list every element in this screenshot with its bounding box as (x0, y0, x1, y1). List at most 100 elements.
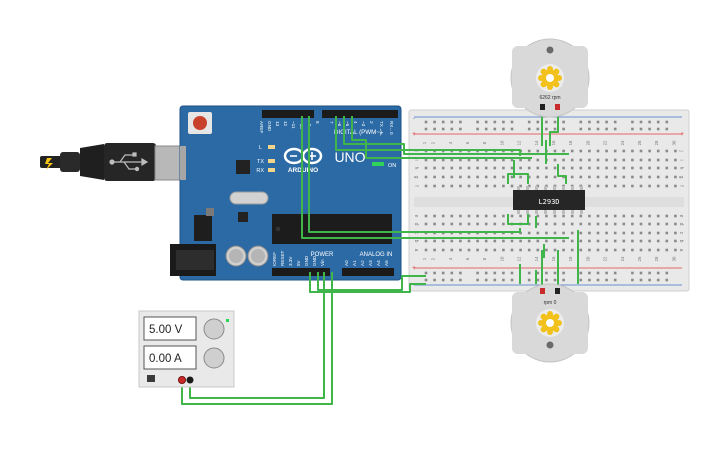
breadboard-hole[interactable] (493, 239, 497, 243)
breadboard-hole[interactable] (553, 248, 557, 252)
wire-pin-d[interactable] (343, 116, 569, 155)
breadboard-hole[interactable] (579, 248, 583, 252)
rail-hole[interactable] (656, 271, 660, 275)
breadboard-hole[interactable] (631, 158, 634, 162)
breadboard-hole[interactable] (570, 214, 574, 218)
breadboard-hole[interactable] (639, 149, 643, 153)
breadboard-hole[interactable] (648, 248, 651, 252)
rail-hole[interactable] (639, 278, 643, 282)
breadboard-hole[interactable] (536, 239, 540, 243)
rail-hole[interactable] (502, 120, 505, 124)
rail-hole[interactable] (656, 278, 660, 282)
breadboard-hole[interactable] (596, 214, 600, 218)
breadboard-hole[interactable] (536, 214, 540, 218)
breadboard-hole[interactable] (484, 158, 488, 162)
rail-hole[interactable] (536, 271, 540, 275)
breadboard-hole[interactable] (562, 231, 565, 235)
breadboard-hole[interactable] (424, 222, 428, 226)
breadboard-hole[interactable] (622, 166, 626, 170)
wire-pin-e[interactable] (351, 116, 532, 159)
rail-hole[interactable] (450, 120, 454, 124)
rail-hole[interactable] (527, 120, 531, 124)
breadboard-hole[interactable] (424, 184, 428, 188)
breadboard-hole[interactable] (467, 214, 471, 218)
wire-bottom-c[interactable] (507, 214, 529, 225)
breadboard-hole[interactable] (527, 222, 531, 226)
breadboard-hole[interactable] (433, 166, 436, 170)
breadboard-hole[interactable] (527, 239, 531, 243)
breadboard-hole[interactable] (656, 158, 660, 162)
breadboard-hole[interactable] (467, 175, 471, 179)
breadboard-hole[interactable] (450, 222, 454, 226)
rail-hole[interactable] (502, 278, 505, 282)
rail-hole[interactable] (579, 271, 583, 275)
breadboard-hole[interactable] (656, 248, 660, 252)
breadboard-hole[interactable] (510, 184, 514, 188)
breadboard-hole[interactable] (459, 214, 462, 218)
breadboard-hole[interactable] (656, 175, 660, 179)
breadboard-hole[interactable] (596, 239, 600, 243)
breadboard-hole[interactable] (467, 222, 471, 226)
breadboard-hole[interactable] (424, 158, 428, 162)
rail-hole[interactable] (656, 127, 660, 131)
breadboard-hole[interactable] (553, 222, 557, 226)
breadboard-hole[interactable] (631, 166, 634, 170)
wire-psu-pos[interactable] (181, 272, 333, 405)
breadboard-hole[interactable] (502, 184, 505, 188)
breadboard-hole[interactable] (639, 222, 643, 226)
breadboard-hole[interactable] (441, 166, 445, 170)
motor-terminal[interactable] (555, 104, 560, 110)
breadboard-hole[interactable] (648, 231, 651, 235)
rail-hole[interactable] (441, 120, 445, 124)
breadboard-hole[interactable] (622, 214, 626, 218)
breadboard-hole[interactable] (674, 166, 677, 170)
breadboard-hole[interactable] (656, 231, 660, 235)
breadboard-hole[interactable] (441, 222, 445, 226)
rail-hole[interactable] (476, 271, 479, 275)
rail-hole[interactable] (588, 278, 591, 282)
breadboard-hole[interactable] (665, 231, 669, 235)
breadboard-hole[interactable] (605, 184, 608, 188)
l293d-driver-chip[interactable]: L293D (513, 186, 585, 214)
wire-top-c[interactable] (507, 173, 529, 184)
rail-hole[interactable] (476, 120, 479, 124)
breadboard-hole[interactable] (588, 166, 591, 170)
breadboard-hole[interactable] (570, 158, 574, 162)
breadboard-hole[interactable] (476, 248, 479, 252)
breadboard-hole[interactable] (579, 239, 583, 243)
breadboard-hole[interactable] (665, 158, 669, 162)
rail-hole[interactable] (579, 278, 583, 282)
rail-hole[interactable] (502, 127, 505, 131)
breadboard-hole[interactable] (648, 166, 651, 170)
breadboard-hole[interactable] (502, 239, 505, 243)
breadboard-hole[interactable] (467, 184, 471, 188)
rail-hole[interactable] (596, 278, 600, 282)
breadboard-hole[interactable] (433, 248, 436, 252)
rail-hole[interactable] (665, 278, 669, 282)
breadboard-hole[interactable] (631, 248, 634, 252)
rail-hole[interactable] (493, 271, 497, 275)
dc-motor-top[interactable]: 6262 rpm (510, 38, 590, 118)
breadboard-hole[interactable] (484, 184, 488, 188)
rail-hole[interactable] (648, 278, 651, 282)
breadboard-hole[interactable] (484, 214, 488, 218)
breadboard-hole[interactable] (596, 158, 600, 162)
breadboard-hole[interactable] (493, 222, 497, 226)
breadboard-hole[interactable] (545, 166, 548, 170)
breadboard-hole[interactable] (639, 214, 643, 218)
breadboard-hole[interactable] (674, 158, 677, 162)
breadboard-hole[interactable] (519, 184, 522, 188)
breadboard-hole[interactable] (536, 222, 540, 226)
breadboard-hole[interactable] (545, 222, 548, 226)
rail-hole[interactable] (553, 271, 557, 275)
breadboard-hole[interactable] (510, 248, 514, 252)
rail-hole[interactable] (441, 127, 445, 131)
breadboard-hole[interactable] (570, 166, 574, 170)
dc-motor-bottom[interactable]: rpm 0 (510, 283, 590, 363)
breadboard-hole[interactable] (665, 175, 669, 179)
rail-hole[interactable] (631, 278, 634, 282)
breadboard-hole[interactable] (622, 231, 626, 235)
breadboard-hole[interactable] (639, 231, 643, 235)
rail-hole[interactable] (459, 127, 462, 131)
